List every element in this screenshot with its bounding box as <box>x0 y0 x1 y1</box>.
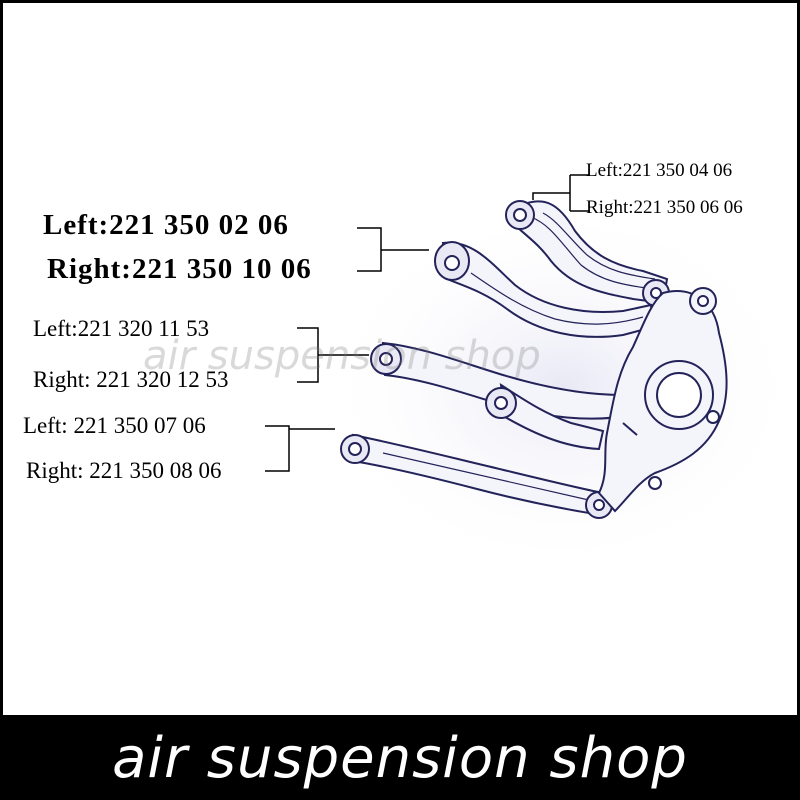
diagram-panel: air suspension shop Left:221 350 04 06 R… <box>3 3 797 715</box>
label-upper-front-right: Right:221 350 10 06 <box>47 253 312 285</box>
suspension-arms-diagram <box>265 174 797 573</box>
callout-leaders <box>265 174 590 472</box>
shop-banner-text: air suspension shop <box>112 725 688 791</box>
wheel-carrier <box>597 287 728 513</box>
upper-front-arm-bushing <box>434 241 470 281</box>
label-middle-left: Left:221 320 11 53 <box>33 316 210 341</box>
watermark-text: air suspension shop <box>143 333 541 379</box>
middle-arm-bushing-center <box>485 387 517 419</box>
label-upper-rear-right: Right:221 350 06 06 <box>586 197 743 218</box>
middle-arm-bushing-inner <box>370 343 402 375</box>
label-middle-right: Right: 221 320 12 53 <box>33 367 229 392</box>
upper-rear-arm <box>511 200 669 305</box>
shop-banner: air suspension shop <box>0 716 800 800</box>
upper-rear-arm-bushing-inner <box>505 200 535 230</box>
label-upper-front-left: Left:221 350 02 06 <box>43 209 289 241</box>
label-lower-right: Right: 221 350 08 06 <box>26 458 222 483</box>
lower-arm-bushing-inner <box>340 434 370 464</box>
label-lower-left: Left: 221 350 07 06 <box>23 413 206 438</box>
label-upper-rear-left: Left:221 350 04 06 <box>586 160 733 181</box>
